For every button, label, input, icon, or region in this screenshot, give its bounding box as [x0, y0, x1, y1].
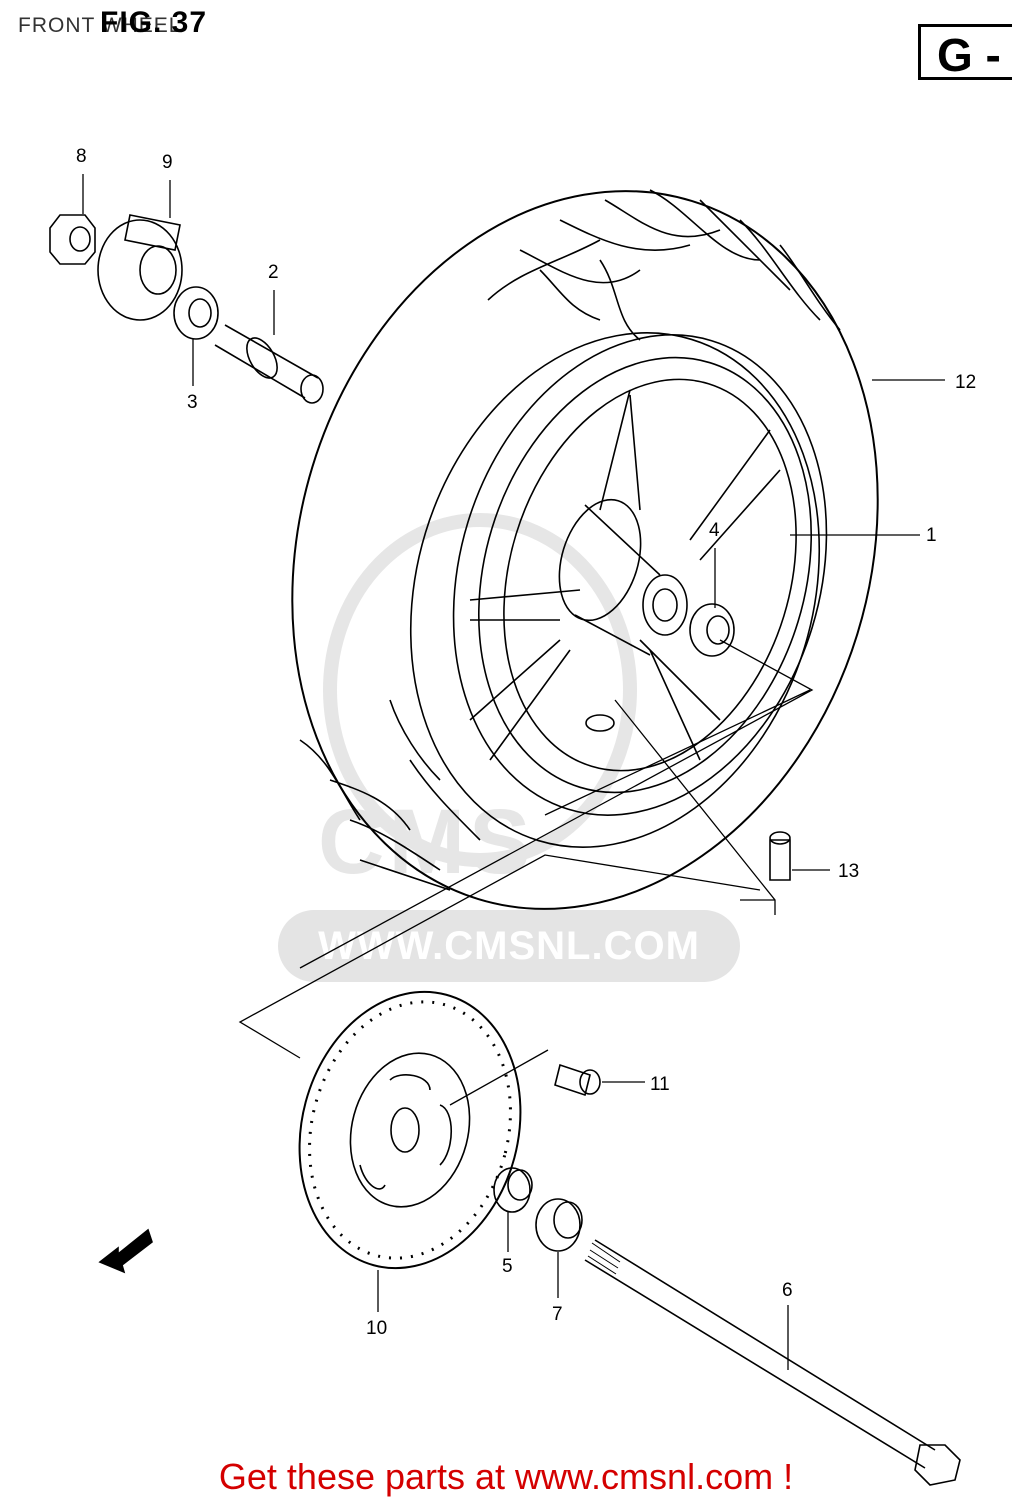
- bearing-right: [689, 603, 735, 657]
- axle-shaft: [584, 1239, 961, 1486]
- part-label[interactable]: 6: [782, 1280, 793, 1301]
- spacer: [214, 324, 324, 404]
- forward-arrow-icon: [98, 1228, 153, 1274]
- wheel-rim: [452, 334, 828, 816]
- watermark-emblem: [323, 513, 637, 867]
- part-label[interactable]: 9: [162, 152, 173, 173]
- part-label[interactable]: 8: [76, 146, 87, 167]
- watermark-url: WWW.CMSNL.COM: [278, 910, 740, 982]
- disc-bolt: [554, 1063, 601, 1097]
- part-label[interactable]: 1: [926, 525, 937, 546]
- part-label[interactable]: 2: [268, 262, 279, 283]
- diagram-title: FRONT WHEEL: [18, 14, 182, 37]
- part-label[interactable]: 13: [838, 861, 860, 882]
- part-label[interactable]: 5: [502, 1256, 513, 1277]
- tire-valve: [769, 831, 791, 881]
- dust-seal: [493, 1167, 533, 1213]
- figure-number: FIG. 37: [100, 6, 208, 39]
- brake-disc: [298, 990, 522, 1270]
- speedometer-gearbox: [97, 214, 183, 321]
- axle-collar: [535, 1198, 583, 1252]
- axle-nut: [49, 214, 96, 265]
- part-label[interactable]: 10: [366, 1318, 388, 1339]
- part-label[interactable]: 3: [187, 392, 198, 413]
- part-label[interactable]: 12: [955, 372, 977, 393]
- footer-link[interactable]: Get these parts at www.cmsnl.com !: [218, 1456, 794, 1497]
- part-label[interactable]: 11: [650, 1074, 670, 1095]
- section-code: G -: [918, 24, 1012, 81]
- leader-lines: [82, 174, 945, 1370]
- bearing-left: [173, 286, 219, 340]
- part-label[interactable]: 7: [552, 1304, 563, 1325]
- part-label[interactable]: 4: [709, 520, 720, 541]
- tire: [291, 189, 879, 910]
